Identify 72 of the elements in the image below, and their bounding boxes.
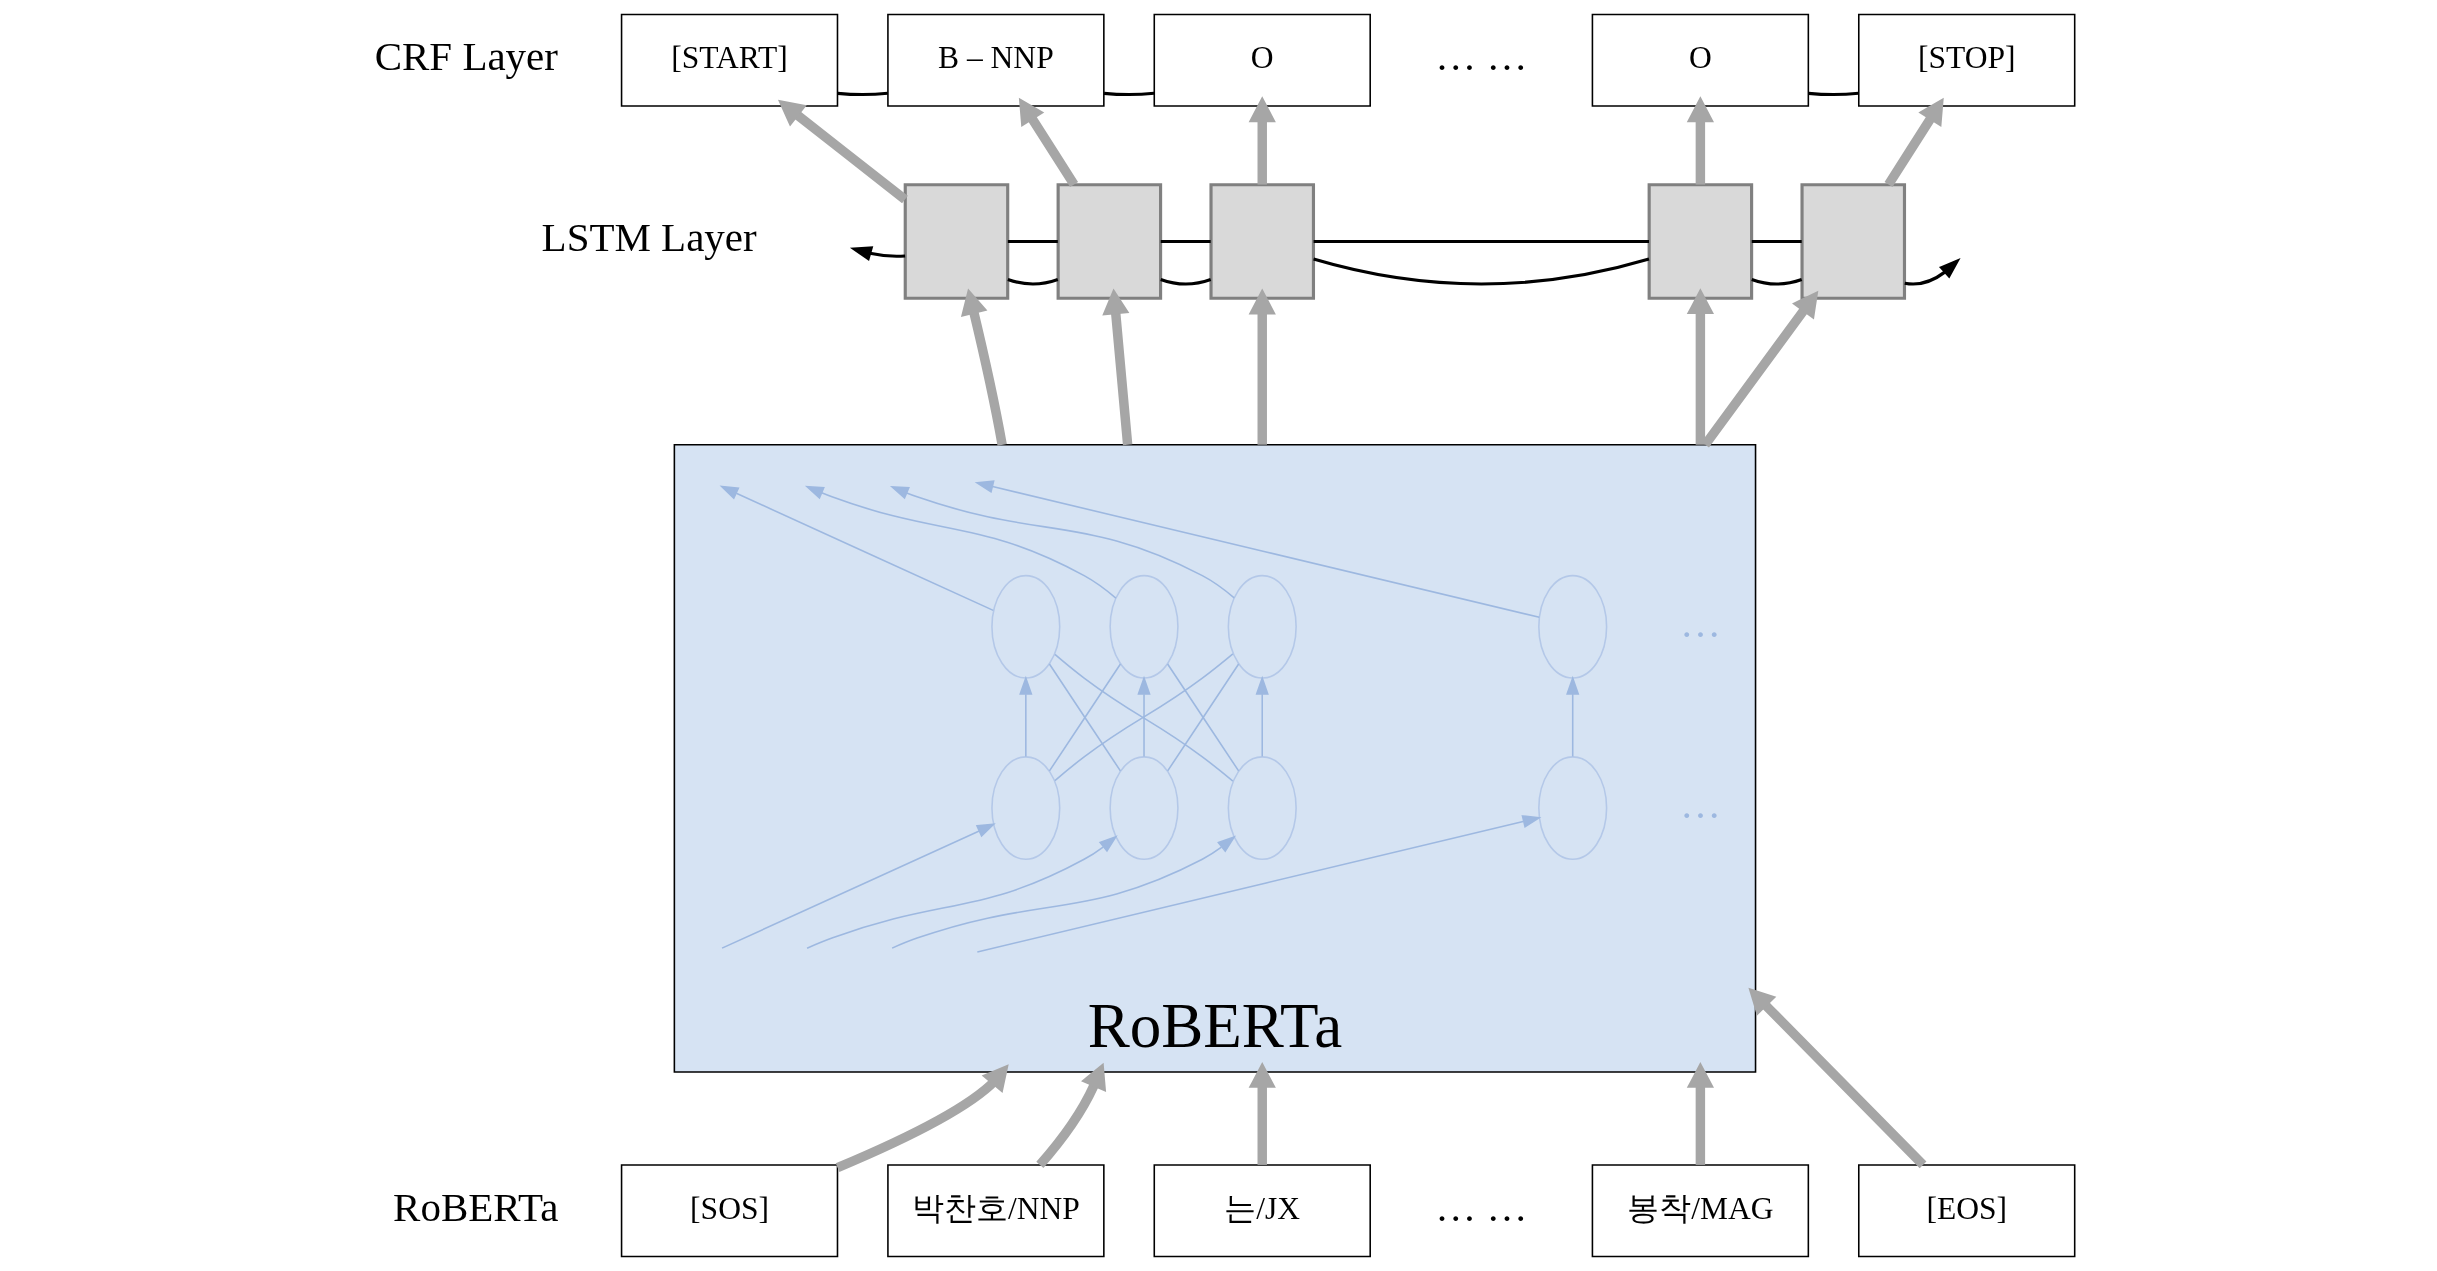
arrow [974, 480, 1541, 619]
arrow [889, 485, 1235, 599]
arrow [1248, 96, 1276, 185]
arrow [1255, 675, 1269, 758]
arrow [1884, 97, 1944, 188]
arrow [835, 1064, 1009, 1172]
arrow [1102, 288, 1133, 446]
node-circle [991, 756, 1061, 861]
node-box: [START] [620, 13, 839, 107]
arrow [891, 835, 1237, 949]
arrow [1019, 675, 1033, 758]
node-box [1647, 183, 1754, 300]
connector [1313, 239, 1649, 244]
node-circle [1227, 756, 1297, 861]
connector [1808, 91, 1859, 97]
arrow [721, 823, 996, 949]
arrow [804, 485, 1117, 599]
label: … … [1435, 1183, 1528, 1230]
node-box: [SOS] [620, 1164, 839, 1258]
node-circle [1109, 756, 1179, 861]
connector [1103, 91, 1155, 97]
arrow [806, 835, 1118, 950]
arrow [1137, 675, 1151, 758]
arrow [1686, 288, 1714, 445]
node-box: 박찬호/NNP [887, 1164, 1105, 1258]
arrow [778, 99, 908, 204]
arrow [1566, 675, 1580, 758]
node-box: 는/JX [1153, 1164, 1371, 1258]
node-box: O [1591, 13, 1810, 107]
arrow [1748, 987, 1927, 1169]
connector [1751, 239, 1802, 244]
node-box: O [1153, 13, 1371, 107]
arrow [1248, 1061, 1276, 1165]
node-circle [991, 574, 1061, 679]
arrow [1018, 97, 1079, 188]
arrow [1686, 96, 1714, 185]
arrow [1248, 288, 1276, 445]
node-circle [1538, 574, 1608, 679]
connector [1160, 239, 1211, 244]
node-box: [STOP] [1858, 13, 2076, 107]
arrow [1036, 1062, 1107, 1169]
label: CRF Layer [374, 33, 558, 80]
connector [1007, 277, 1059, 286]
arrow [849, 246, 906, 262]
connector [1751, 277, 1803, 286]
label: RoBERTa [393, 1183, 559, 1230]
node-box [1209, 183, 1316, 300]
node-circle [1109, 574, 1179, 679]
label: … … [1435, 33, 1528, 80]
arrow [1904, 258, 1961, 286]
arrow [719, 485, 994, 612]
node-box: B – NNP [887, 13, 1105, 107]
arrow [976, 815, 1542, 953]
node-box [1056, 183, 1163, 300]
node-box [903, 183, 1010, 300]
connector [1007, 239, 1058, 244]
label: … [1679, 781, 1721, 828]
node-box: [EOS] [1858, 1164, 2076, 1258]
node-circle [1227, 574, 1297, 679]
node-box [1800, 183, 1907, 300]
connector [1160, 277, 1212, 286]
node-circle [1538, 756, 1608, 861]
arrow [960, 288, 1007, 446]
connector [837, 91, 888, 97]
arrow [1686, 1061, 1714, 1165]
label: LSTM Layer [541, 214, 757, 261]
connector [1054, 653, 1234, 782]
connector [1048, 663, 1122, 772]
connector [1166, 663, 1240, 772]
node-box: 봉착/MAG [1591, 1164, 1810, 1258]
connector [1313, 257, 1650, 286]
label: … [1679, 599, 1721, 646]
